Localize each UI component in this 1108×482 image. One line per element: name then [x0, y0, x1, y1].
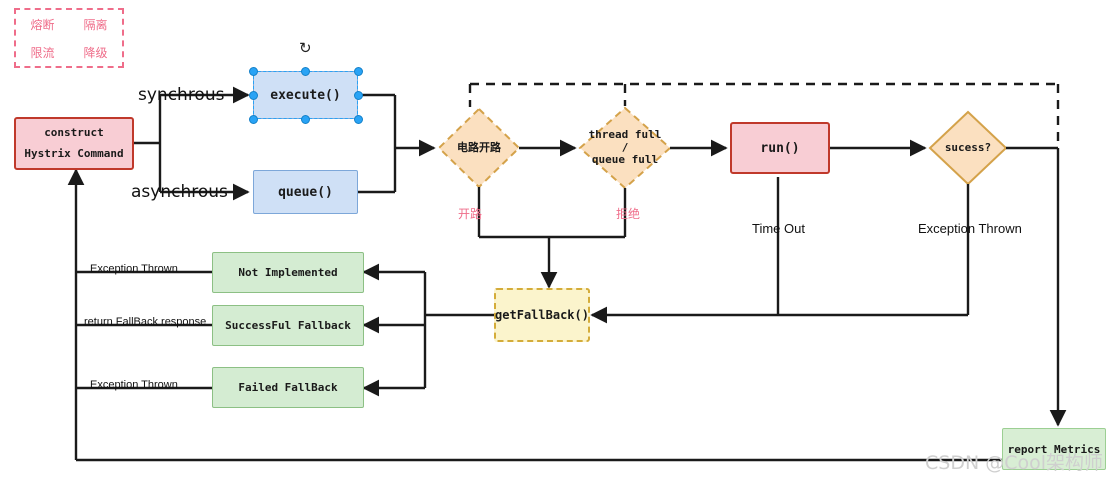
edge-label-time-out: Time Out: [752, 221, 805, 236]
resize-handle-e[interactable]: [353, 90, 363, 100]
node-thread-full[interactable]: thread full / queue full: [580, 108, 670, 188]
resize-handle-se[interactable]: [353, 114, 363, 124]
edge-label-synchrous: synchrous: [138, 85, 225, 105]
edge-label-exception-thrown-bottom: Exception Thrown: [90, 379, 178, 391]
legend-item-0: 熔断: [30, 17, 55, 32]
edge-label-return-fallback-response: return FallBack response: [84, 316, 207, 328]
circuit-open-label: 电路开路: [457, 140, 501, 154]
legend-item-3: 降级: [83, 45, 108, 60]
resize-handle-s[interactable]: [301, 114, 310, 124]
node-run[interactable]: run(): [730, 122, 830, 174]
node-report-metrics[interactable]: report Metrics: [1002, 428, 1106, 470]
legend-item-2: 限流: [30, 45, 55, 60]
report-metrics-label: report Metrics: [1007, 442, 1101, 456]
resize-handle-sw[interactable]: [248, 114, 258, 124]
edge-label-exception-thrown-top: Exception Thrown: [90, 263, 178, 275]
node-execute[interactable]: execute(): [253, 71, 358, 119]
thread-full-line2: /: [621, 140, 629, 154]
construct-line2: Hystrix Command: [24, 146, 124, 160]
edge-label-open-circuit: 开路: [458, 207, 483, 221]
node-successful-fallback[interactable]: SuccessFul Fallback: [212, 305, 364, 346]
node-get-fallback[interactable]: getFallBack(): [494, 288, 590, 342]
legend-box: 熔断 隔离 限流 降级: [14, 8, 124, 68]
resize-handle-ne[interactable]: [353, 66, 363, 76]
thread-full-line3: queue full: [591, 153, 659, 167]
edge-label-reject: 拒绝: [616, 207, 641, 221]
resize-handle-n[interactable]: [301, 66, 310, 76]
construct-line1: construct: [44, 125, 104, 139]
resize-handle-nw[interactable]: [248, 66, 258, 76]
node-success[interactable]: sucess?: [930, 112, 1006, 184]
node-failed-fallback[interactable]: Failed FallBack: [212, 367, 364, 408]
success-label: sucess?: [944, 140, 992, 154]
node-construct-hystrix-command[interactable]: construct Hystrix Command: [14, 117, 134, 170]
not-implemented-label: Not Implemented: [238, 266, 338, 279]
node-circuit-open[interactable]: 电路开路: [439, 109, 519, 187]
edge-label-asynchrous: asynchrous: [131, 182, 228, 202]
rotate-icon[interactable]: ↻: [299, 40, 312, 57]
get-fallback-label: getFallBack(): [495, 308, 589, 322]
successful-fallback-label: SuccessFul Fallback: [225, 319, 351, 332]
queue-label: queue(): [278, 184, 333, 200]
watermark: CSDN @Cool架构师: [925, 452, 1104, 474]
thread-full-label: thread full / queue full: [580, 108, 670, 188]
failed-fallback-label: Failed FallBack: [238, 381, 338, 394]
legend-item-1: 隔离: [83, 17, 108, 32]
resize-handle-w[interactable]: [248, 90, 258, 100]
thread-full-line1: thread full: [588, 128, 662, 142]
run-label: run(): [760, 140, 800, 156]
execute-label: execute(): [270, 87, 341, 103]
node-queue[interactable]: queue(): [253, 170, 358, 214]
node-not-implemented[interactable]: Not Implemented: [212, 252, 364, 293]
edge-label-exception-thrown-success: Exception Thrown: [918, 221, 1022, 236]
